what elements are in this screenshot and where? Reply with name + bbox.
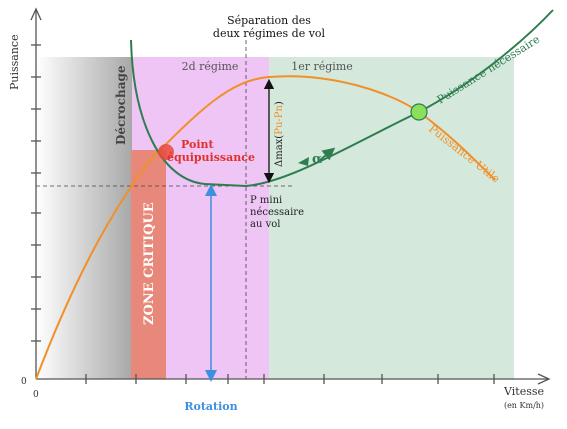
equal-point-label-line2: équipuissance (167, 151, 255, 164)
y-axis-label: Puissance (8, 34, 21, 90)
stall-label: Décrochage (114, 65, 128, 145)
min-power-label-line1: P mini (250, 195, 282, 206)
x-axis-unit: (en Km/h) (504, 401, 544, 410)
origin-x-label: 0 (33, 390, 39, 400)
intersection-point (410, 103, 428, 121)
x-axis (36, 373, 551, 385)
first-regime-region (269, 57, 514, 379)
separation-label-line2: deux régimes de vol (213, 27, 326, 40)
critical-zone-region (131, 150, 166, 379)
alpha-label: α (312, 152, 322, 167)
y-axis (30, 7, 42, 379)
delta-max-prefix: Δmax (274, 138, 285, 167)
min-power-label-line3: au vol (250, 219, 280, 230)
delta-max-label: Δmax(Pu-Pn) (274, 101, 285, 167)
power-useful-curve (35, 75, 496, 380)
alpha-arrow-icon (319, 147, 336, 161)
alpha-triangle-icon (298, 157, 309, 166)
stall-region (36, 57, 132, 379)
delta-max-paren-open: ( (274, 135, 285, 139)
equal-point-label-line1: Point (181, 138, 214, 151)
delta-max-expr: Pu-Pn (274, 105, 285, 135)
first-regime-label: 1er régime (291, 60, 353, 73)
critical-zone-label: ZONE CRITIQUE (142, 202, 157, 325)
separation-label-line1: Séparation des (227, 14, 311, 27)
x-axis-label: Vitesse (503, 385, 544, 398)
second-regime-label: 2d régime (182, 60, 239, 73)
power-required-curve (130, 9, 554, 188)
rotation-label: Rotation (184, 400, 237, 413)
min-power-label-line2: nécessaire (250, 207, 304, 218)
delta-max-paren-close: ) (274, 101, 285, 105)
equal-power-point (158, 144, 174, 160)
origin-y-label: 0 (21, 377, 27, 387)
